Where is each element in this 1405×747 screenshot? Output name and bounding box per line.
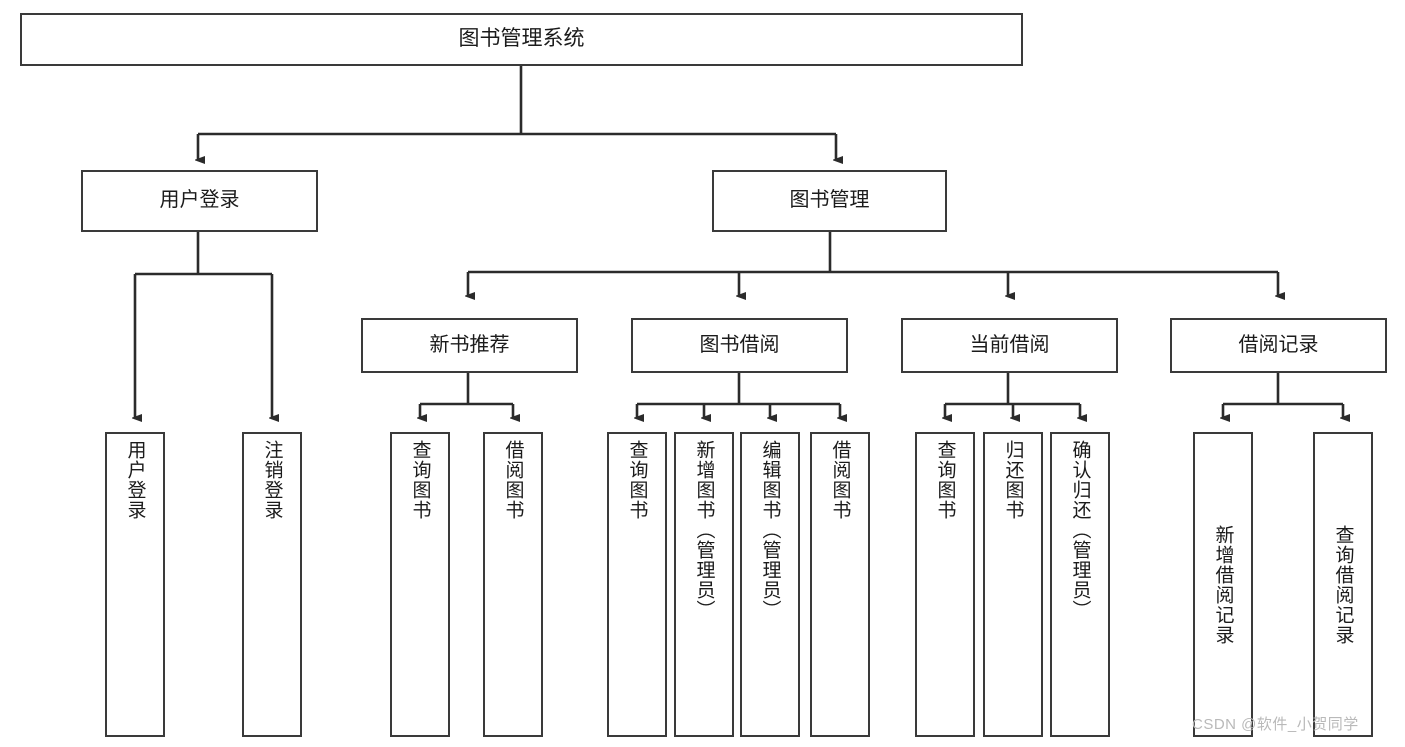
node-book-borrow[interactable]: 图书借阅 xyxy=(631,318,848,373)
leaf-logout-label: 注销登录 xyxy=(261,440,283,520)
leaf-add-borrow-record-label: 新增借阅记录 xyxy=(1212,524,1234,645)
leaf-query-borrow-record-label: 查询借阅记录 xyxy=(1332,524,1354,645)
leaf-edit-book-admin-label: 编辑图书（管理员） xyxy=(759,440,781,620)
node-root-label: 图书管理系统 xyxy=(458,27,585,51)
node-current-borrow-label: 当前借阅 xyxy=(969,333,1050,356)
node-new-book-recommend-label: 新书推荐 xyxy=(429,333,510,356)
leaf-edit-book-admin[interactable]: 编辑图书（管理员） xyxy=(740,432,800,737)
leaf-user-login-label: 用户登录 xyxy=(124,440,146,520)
node-borrow-record-label: 借阅记录 xyxy=(1238,333,1319,356)
leaf-query-borrow-record[interactable]: 查询借阅记录 xyxy=(1313,432,1373,737)
node-book-management-label: 图书管理 xyxy=(789,189,870,212)
leaf-add-borrow-record[interactable]: 新增借阅记录 xyxy=(1193,432,1253,737)
node-user-login-label: 用户登录 xyxy=(159,189,240,212)
node-book-borrow-label: 图书借阅 xyxy=(699,333,780,356)
leaf-confirm-return-admin[interactable]: 确认归还（管理员） xyxy=(1050,432,1110,737)
leaf-current-query-book-label: 查询图书 xyxy=(934,440,956,520)
leaf-borrow-book-label: 借阅图书 xyxy=(829,440,851,520)
leaf-return-book-label: 归还图书 xyxy=(1002,440,1024,520)
leaf-recommend-borrow-book-label: 借阅图书 xyxy=(502,440,524,520)
leaf-borrow-book[interactable]: 借阅图书 xyxy=(810,432,870,737)
leaf-return-book[interactable]: 归还图书 xyxy=(983,432,1043,737)
node-book-management[interactable]: 图书管理 xyxy=(712,170,947,232)
leaf-recommend-query-book[interactable]: 查询图书 xyxy=(390,432,450,737)
leaf-current-query-book[interactable]: 查询图书 xyxy=(915,432,975,737)
leaf-add-book-admin-label: 新增图书（管理员） xyxy=(693,440,715,620)
leaf-logout[interactable]: 注销登录 xyxy=(242,432,302,737)
node-borrow-record[interactable]: 借阅记录 xyxy=(1170,318,1387,373)
leaf-recommend-borrow-book[interactable]: 借阅图书 xyxy=(483,432,543,737)
node-current-borrow[interactable]: 当前借阅 xyxy=(901,318,1118,373)
leaf-borrow-query-book-label: 查询图书 xyxy=(626,440,648,520)
leaf-borrow-query-book[interactable]: 查询图书 xyxy=(607,432,667,737)
node-root[interactable]: 图书管理系统 xyxy=(20,13,1023,66)
leaf-add-book-admin[interactable]: 新增图书（管理员） xyxy=(674,432,734,737)
node-user-login[interactable]: 用户登录 xyxy=(81,170,318,232)
node-new-book-recommend[interactable]: 新书推荐 xyxy=(361,318,578,373)
watermark: CSDN @软件_小贺同学 xyxy=(1192,716,1359,733)
leaf-confirm-return-admin-label: 确认归还（管理员） xyxy=(1069,440,1091,620)
leaf-recommend-query-book-label: 查询图书 xyxy=(409,440,431,520)
leaf-user-login[interactable]: 用户登录 xyxy=(105,432,165,737)
